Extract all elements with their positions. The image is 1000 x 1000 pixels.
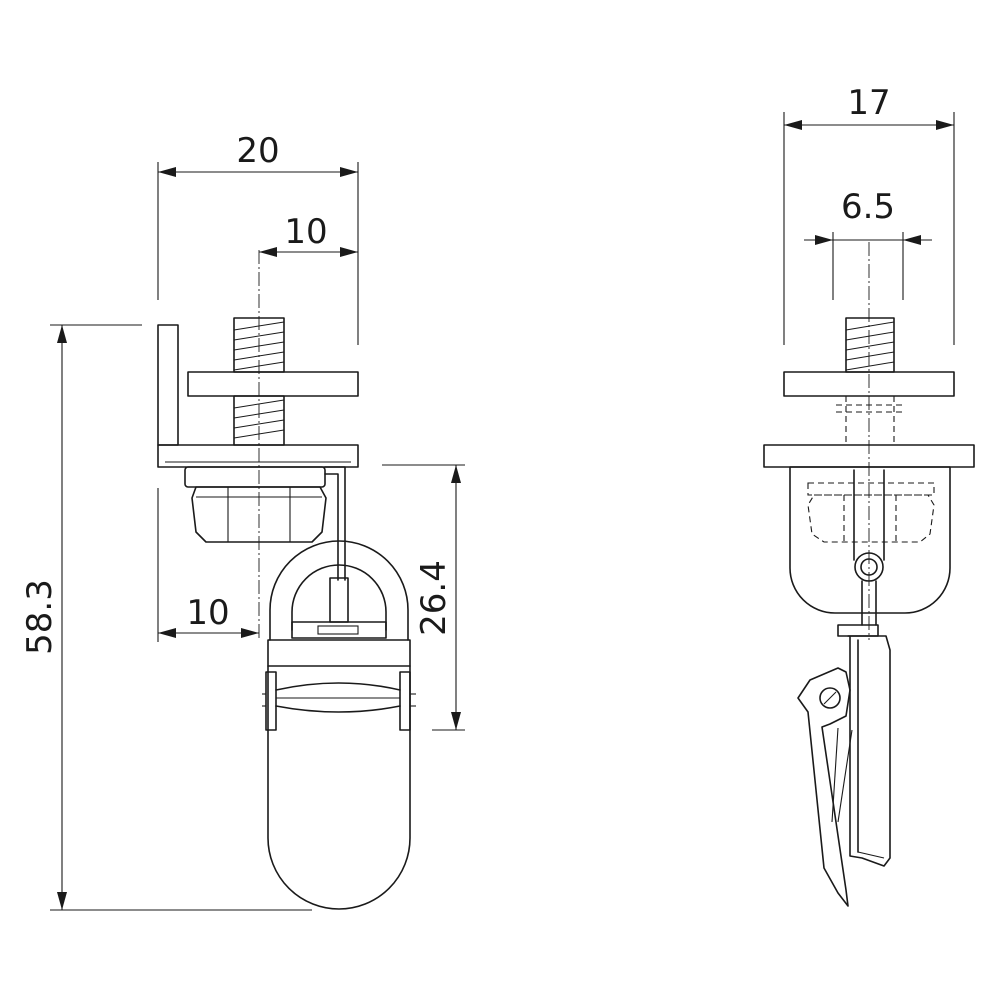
hex-nut [184, 466, 327, 543]
dim-label-17: 17 [847, 83, 890, 123]
dim-stud-offset-top: 10 [259, 212, 358, 257]
bracket-base-plate [157, 444, 359, 468]
side-view: 17 6.5 [763, 83, 975, 907]
dim-label-6-5: 6.5 [841, 187, 895, 227]
dim-label-10-top: 10 [284, 212, 327, 252]
threaded-stud [233, 317, 285, 446]
dim-label-20: 20 [236, 131, 279, 171]
dim-overall-depth: 17 [783, 83, 955, 345]
wire-hanger [324, 466, 349, 623]
clip-body [262, 639, 416, 910]
dim-label-26-4: 26.4 [414, 560, 454, 636]
d-ring [269, 540, 409, 641]
dim-clip-height: 26.4 [382, 464, 465, 731]
dim-overall-width: 20 [157, 131, 359, 345]
dim-overall-height: 58.3 [20, 324, 312, 911]
dim-stud-diameter: 6.5 [804, 187, 932, 300]
dim-label-58-3: 58.3 [20, 579, 60, 655]
bracket-vertical-leg [157, 324, 179, 446]
washer-plate [187, 371, 359, 397]
side-threaded-stud [836, 317, 904, 445]
dim-stud-offset-bottom: 10 [157, 488, 259, 642]
dim-label-10-bottom: 10 [186, 593, 229, 633]
side-housing [789, 466, 951, 614]
side-clip-jaws [797, 624, 891, 907]
front-view: 20 10 10 26.4 [20, 131, 465, 911]
